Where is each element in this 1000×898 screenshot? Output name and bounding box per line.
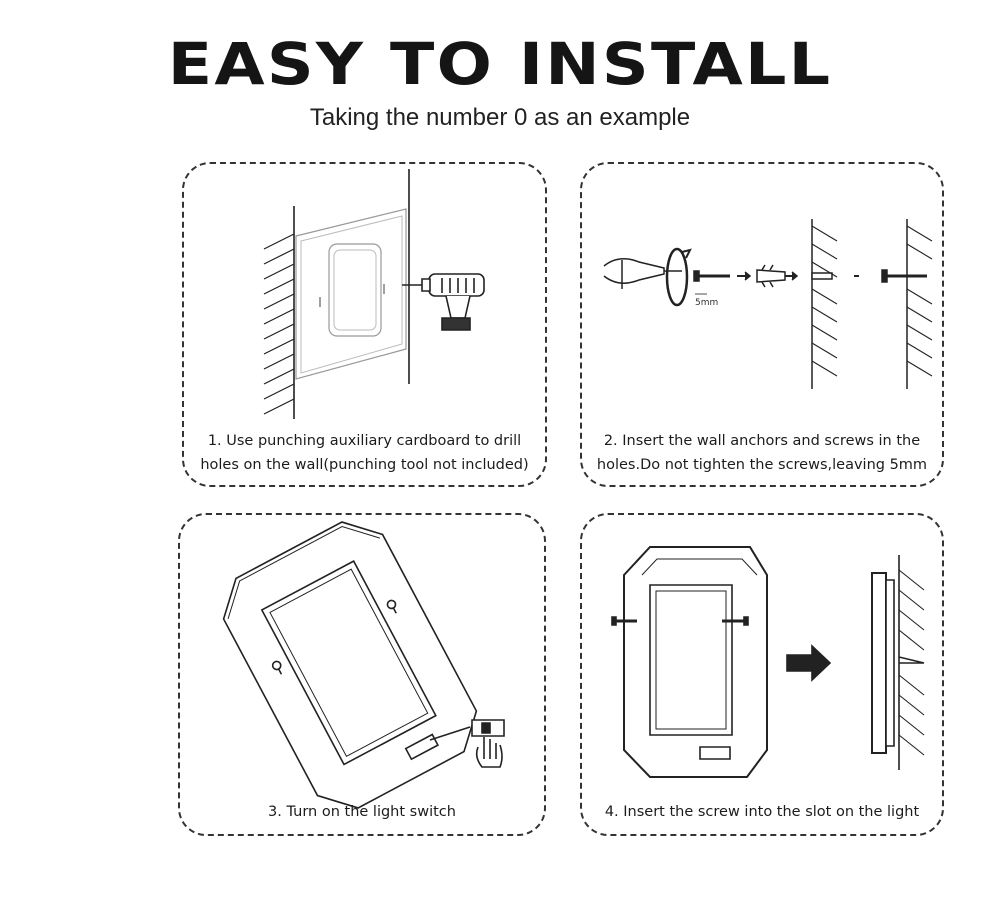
- step-4-panel: 4. Insert the screw into the slot on the…: [580, 513, 944, 836]
- step-3-panel: 3. Turn on the light switch: [178, 513, 546, 836]
- step-2-caption-line-2: holes.Do not tighten the screws,leaving …: [596, 457, 928, 473]
- step-4-illustration: [582, 515, 946, 838]
- page-subtitle: Taking the number 0 as an example: [309, 104, 691, 131]
- step-3-illustration: [180, 515, 548, 838]
- page-title: EASY TO INSTALL: [167, 30, 833, 98]
- step-2-caption-line-1: 2. Insert the wall anchors and screws in…: [603, 433, 921, 449]
- step-1-illustration: [184, 164, 549, 489]
- step-2-illustration: 5mm: [582, 164, 946, 489]
- step-4-caption: 4. Insert the screw into the slot on the…: [604, 804, 920, 820]
- step-1-caption-line-2: holes on the wall(punching tool not incl…: [200, 457, 529, 473]
- step-1-caption-line-1: 1. Use punching auxiliary cardboard to d…: [207, 433, 522, 449]
- step-3-caption: 3. Turn on the light switch: [268, 804, 456, 820]
- step-1-panel: 1. Use punching auxiliary cardboard to d…: [182, 162, 547, 487]
- dimension-label: 5mm: [695, 298, 718, 308]
- step-2-panel: 5mm: [580, 162, 944, 487]
